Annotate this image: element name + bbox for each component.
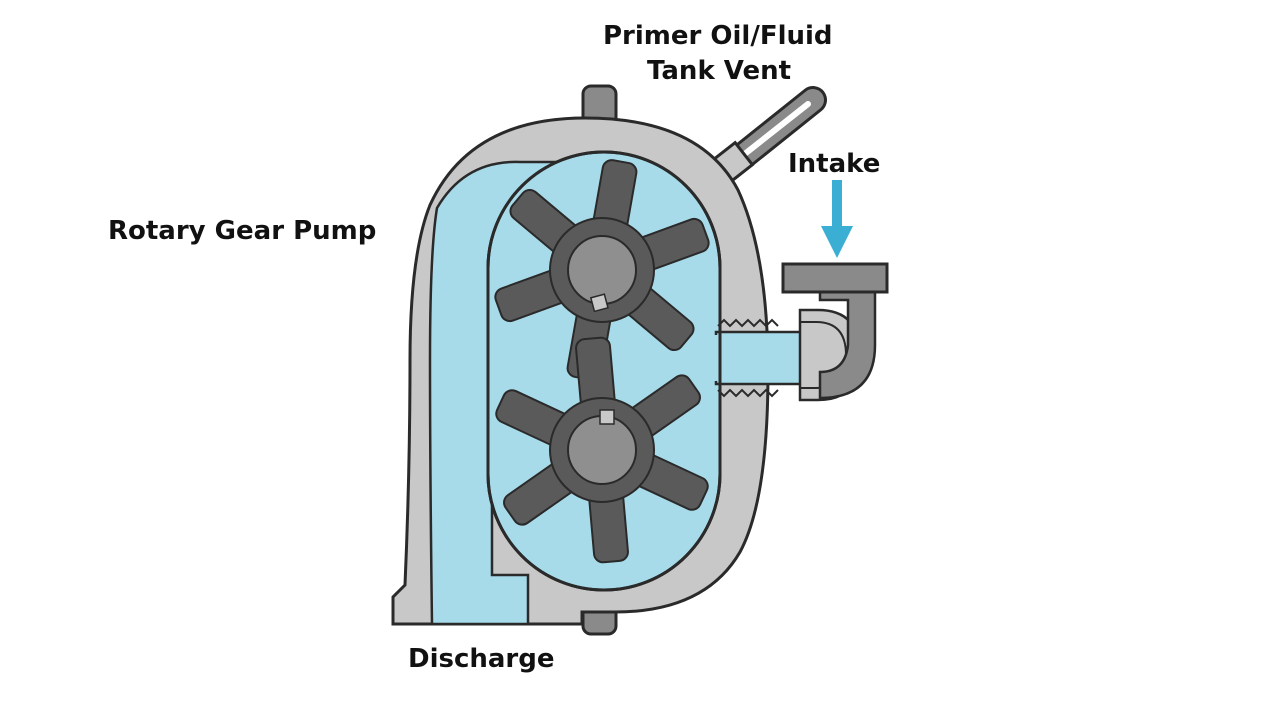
- upper-gear-hub: [567, 235, 637, 305]
- vent-label-line1: Primer Oil/Fluid: [603, 21, 833, 51]
- lower-gear-key: [599, 409, 615, 425]
- intake-elbow-pipe: [781, 262, 889, 402]
- diagram-title: Rotary Gear Pump: [108, 216, 377, 246]
- pipe-threads-top: [717, 318, 779, 328]
- upper-gear: [494, 159, 710, 381]
- intake-channel: [714, 330, 808, 386]
- intake-label: Intake: [788, 149, 881, 179]
- vent-label-line2: Tank Vent: [647, 56, 792, 86]
- intake-arrow-icon: [821, 180, 853, 258]
- discharge-label: Discharge: [408, 644, 555, 674]
- lower-gear-hub: [567, 415, 637, 485]
- upper-gear-key: [589, 293, 609, 313]
- pipe-threads-bottom: [717, 388, 779, 398]
- fluid-region: [428, 160, 564, 626]
- lower-gear: [495, 336, 709, 564]
